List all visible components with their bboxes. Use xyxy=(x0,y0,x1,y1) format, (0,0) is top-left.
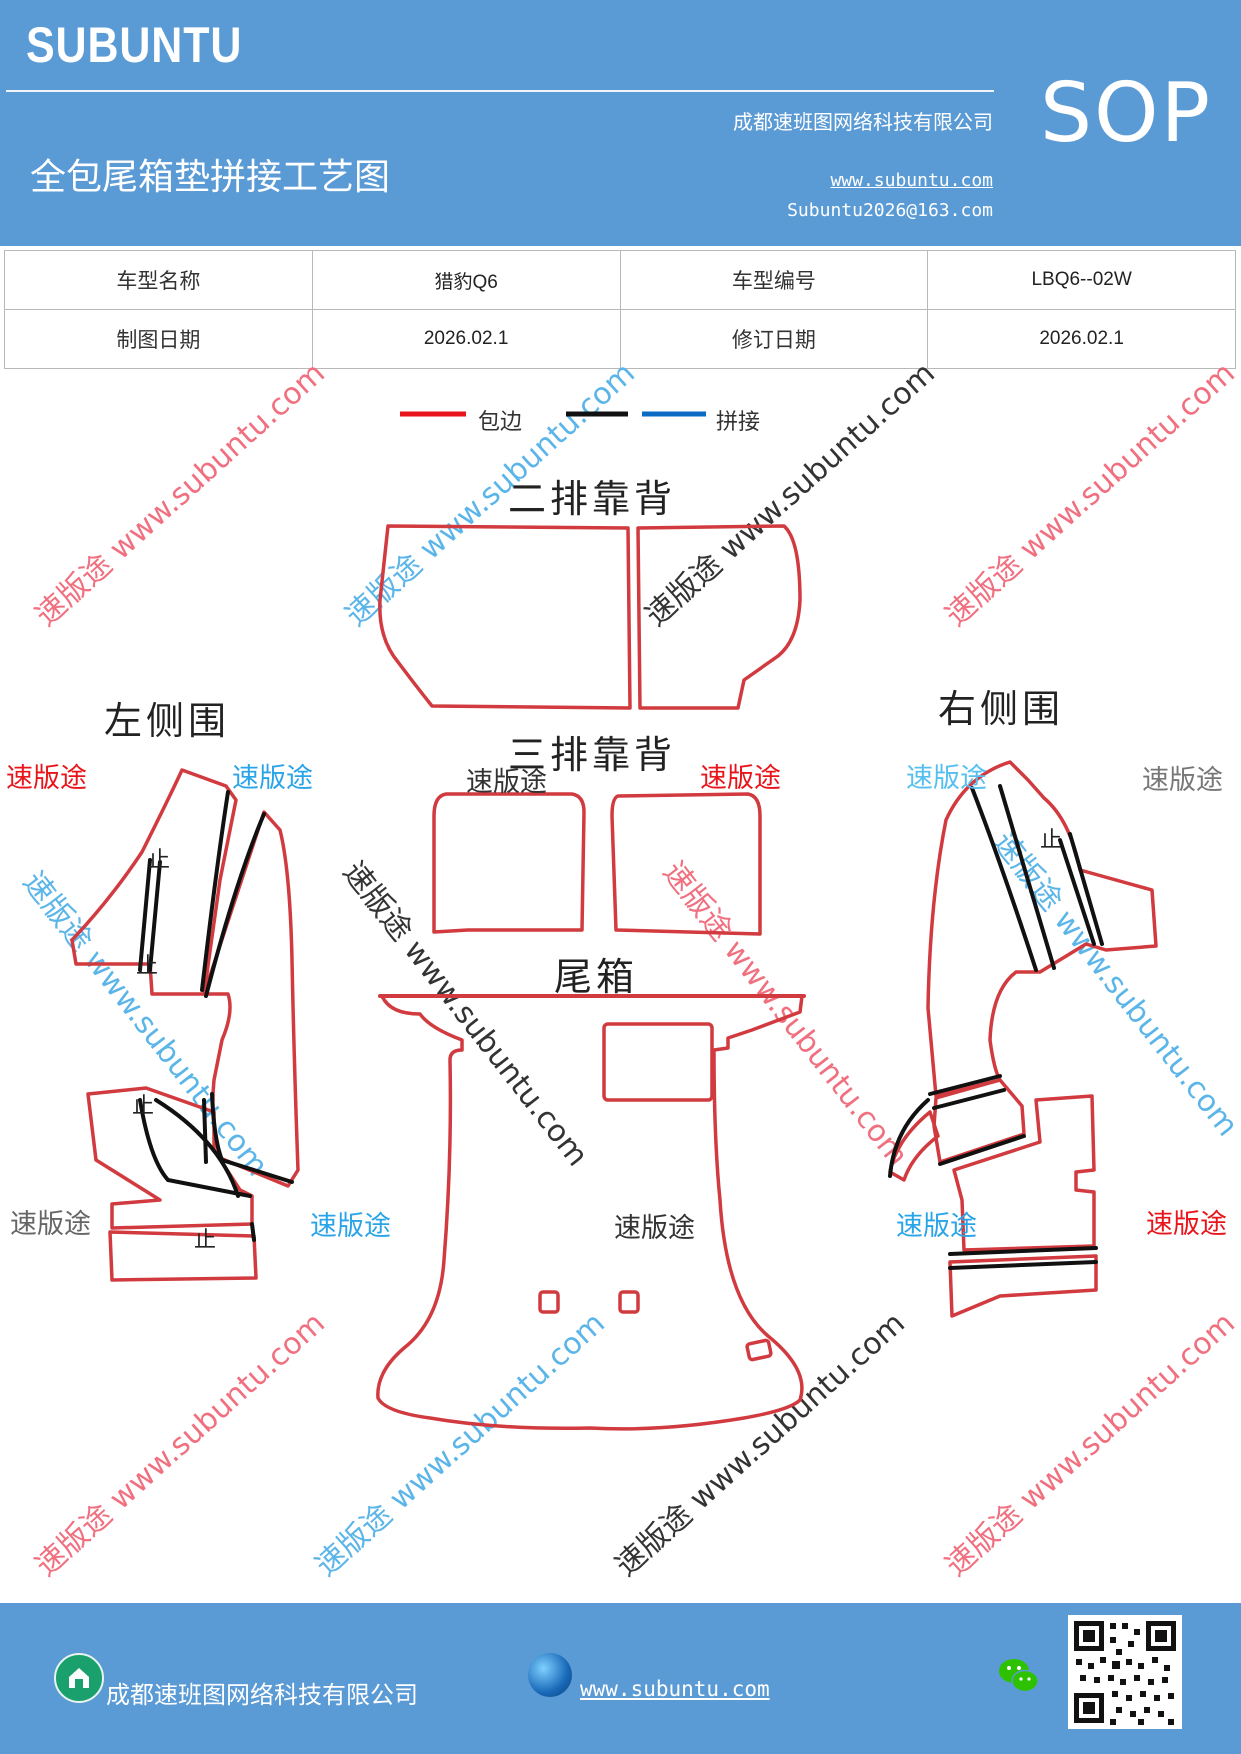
seam-line xyxy=(938,1134,1026,1166)
home-icon xyxy=(54,1653,104,1703)
label-left-side: 左侧围 xyxy=(104,699,231,743)
watermark-text: 速版途 xyxy=(614,1213,695,1244)
trunk-hole xyxy=(618,1290,640,1314)
label-trunk: 尾箱 xyxy=(554,955,639,999)
watermark-text: 速版途 xyxy=(466,767,547,798)
value-model-code: LBQ6--02W xyxy=(927,250,1236,310)
watermark-text: 速版途 xyxy=(1146,1209,1227,1240)
trunk-hole xyxy=(745,1338,773,1362)
watermark-text: 速版途 xyxy=(700,763,781,794)
value-revise-date: 2026.02.1 xyxy=(927,309,1236,369)
seam-line xyxy=(1068,832,1104,946)
table-row: 制图日期 2026.02.1 修订日期 2026.02.1 xyxy=(4,309,1236,369)
left-side-strip xyxy=(108,1230,258,1282)
stop-mark: 止 xyxy=(136,954,159,979)
right-side-arch-piece xyxy=(888,1110,940,1182)
seam-line xyxy=(250,1222,256,1242)
trunk-hole xyxy=(538,1290,560,1314)
seam-line xyxy=(148,860,162,972)
seam-line xyxy=(970,786,1038,972)
seam-line xyxy=(138,858,152,972)
label-right-side: 右侧围 xyxy=(938,687,1065,731)
second-row-back-right-piece xyxy=(636,524,802,710)
seam-line xyxy=(138,1098,252,1198)
watermark-text: 速版途 xyxy=(310,1211,391,1242)
right-side-bottom-strip xyxy=(948,1254,1098,1318)
seam-line xyxy=(888,1098,930,1178)
legend-lines xyxy=(400,411,706,417)
seam-line xyxy=(202,1098,208,1164)
label-model-name: 车型名称 xyxy=(4,250,313,310)
stop-mark: 止 xyxy=(148,848,171,873)
doc-type-label: SOP xyxy=(1040,66,1213,161)
label-second-row-back: 二排靠背 xyxy=(508,477,677,521)
trunk-cutout-rect xyxy=(602,1022,714,1102)
value-model-name: 猎豹Q6 xyxy=(311,250,621,310)
email-address: Subuntu2026@163.com xyxy=(787,200,993,221)
left-side-lower-front-piece xyxy=(202,810,300,1188)
header-banner: SUBUNTU SOP 全包尾箱垫拼接工艺图 成都速班图网络科技有限公司 www… xyxy=(0,0,1241,246)
value-draw-date: 2026.02.1 xyxy=(311,309,621,369)
footer-banner: 成都速班图网络科技有限公司 www.subuntu.com xyxy=(0,1603,1241,1754)
stop-mark: 止 xyxy=(194,1228,217,1253)
website-link[interactable]: www.subuntu.com xyxy=(830,170,993,191)
legend-label-seam: 拼接 xyxy=(716,410,761,435)
footer-website-link[interactable]: www.subuntu.com xyxy=(580,1677,770,1701)
watermark-text: 速版途 xyxy=(906,763,987,794)
watermark-text: 速版途 xyxy=(232,763,313,794)
seam-line xyxy=(932,1088,1006,1110)
header-divider xyxy=(6,90,994,92)
seam-line xyxy=(154,1098,240,1198)
wechat-icon[interactable] xyxy=(996,1653,1042,1699)
brand-logo: SUBUNTU xyxy=(26,17,243,73)
vehicle-info-table: 车型名称 猎豹Q6 车型编号 LBQ6--02W 制图日期 2026.02.1 … xyxy=(4,250,1236,369)
third-row-back-right-piece xyxy=(610,792,762,936)
stop-mark: 止 xyxy=(132,1094,155,1119)
seam-line xyxy=(204,812,266,998)
seam-line xyxy=(200,790,230,992)
watermark-text: 速版途 xyxy=(896,1211,977,1242)
trunk-main-piece xyxy=(376,994,804,1431)
watermark-text: 速版途 xyxy=(10,1209,91,1240)
label-third-row-back: 三排靠背 xyxy=(508,733,677,777)
label-model-code: 车型编号 xyxy=(619,250,929,310)
company-name: 成都速班图网络科技有限公司 xyxy=(733,110,993,134)
globe-icon xyxy=(528,1653,572,1697)
left-side-upper-piece xyxy=(70,768,238,996)
seam-line xyxy=(948,1260,1098,1270)
legend-label-hem: 包边 xyxy=(478,410,523,435)
seam-line xyxy=(998,784,1056,970)
qr-code xyxy=(1068,1615,1182,1729)
stop-mark: 止 xyxy=(1040,828,1063,853)
watermark-text: 速版途 xyxy=(1142,765,1223,796)
seam-line xyxy=(1058,838,1096,946)
seam-line xyxy=(948,1246,1098,1256)
second-row-back-left-piece xyxy=(378,524,632,710)
watermark-text: 速版途 xyxy=(6,763,87,794)
seam-line xyxy=(928,1074,1002,1096)
table-row: 车型名称 猎豹Q6 车型编号 LBQ6--02W xyxy=(4,250,1236,310)
label-revise-date: 修订日期 xyxy=(619,309,929,369)
page-title: 全包尾箱垫拼接工艺图 xyxy=(30,157,391,198)
footer-company-name: 成都速班图网络科技有限公司 xyxy=(106,1681,418,1709)
right-side-lower-piece xyxy=(952,1094,1096,1252)
label-draw-date: 制图日期 xyxy=(4,309,313,369)
third-row-back-left-piece xyxy=(432,792,586,934)
